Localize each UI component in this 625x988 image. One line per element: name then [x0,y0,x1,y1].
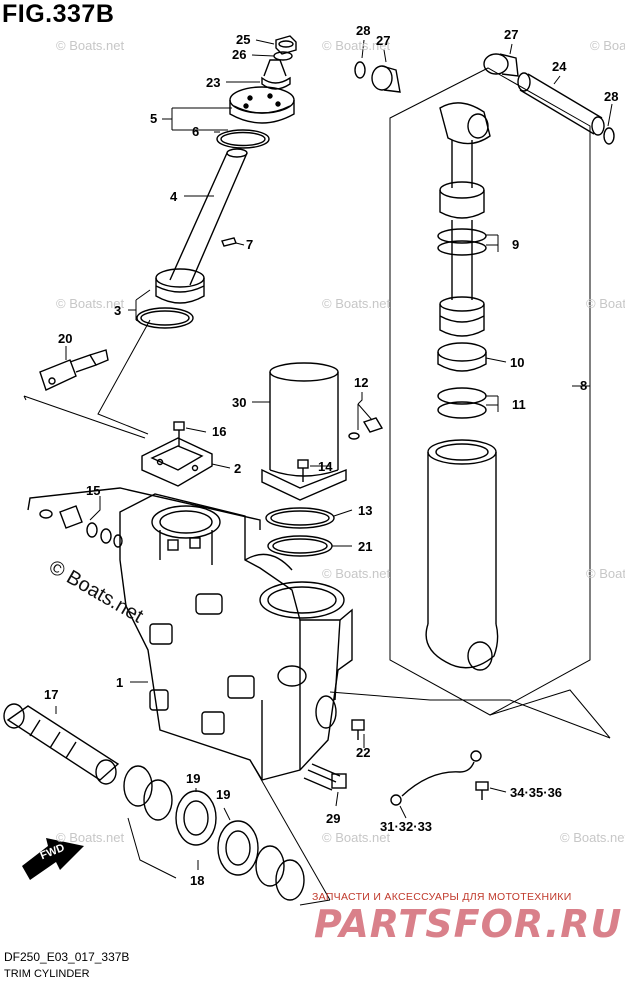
o-ring-21 [267,535,333,557]
watermark: © Boats.net [56,38,125,53]
cylinder-rod-top [439,102,491,300]
plate-2 [141,437,213,487]
piston-rod-4 [169,148,248,286]
watermark: © Boats.net [586,296,625,311]
boundary-8 [389,67,591,716]
leader-line [489,689,611,739]
part-label-27b[interactable]: 27 [504,27,519,42]
part-label-30[interactable]: 30 [232,395,247,410]
cylinder-cap-5 [229,86,295,124]
plug-12 [348,417,384,440]
fwd-arrow-icon [22,838,84,880]
bolt-22 [351,719,365,740]
ring-28 [354,61,615,145]
part-label-1[interactable]: 1 [116,675,124,690]
figure-subtitle: TRIM CYLINDER [4,968,90,980]
part-label-8[interactable]: 8 [580,378,588,393]
seal-10 [437,342,487,372]
part-label-25[interactable]: 25 [236,32,251,47]
part-label-16[interactable]: 16 [212,424,227,439]
piston-3 [136,268,205,329]
part-label-26[interactable]: 26 [232,47,247,62]
watermark: © Boats.net [56,830,125,845]
bushings-18 [123,765,305,901]
part-label-19a[interactable]: 19 [186,771,201,786]
nut-25 [275,35,297,55]
watermark: © Boats.net [590,38,625,53]
part-label-10[interactable]: 10 [510,355,525,370]
part-label-13[interactable]: 13 [358,503,373,518]
part-label-12[interactable]: 12 [354,375,369,390]
pin-24 [517,72,605,136]
part-label-2[interactable]: 2 [234,461,242,476]
piston-right [439,296,485,337]
part-label-34-35-36[interactable]: 34·35·36 [510,785,563,800]
o-ring-11 [437,387,487,419]
part-label-24[interactable]: 24 [552,59,567,74]
part-label-20[interactable]: 20 [58,331,73,346]
check-valve-15 [39,505,123,548]
part-label-21[interactable]: 21 [358,539,373,554]
watermark: © Boats.net [56,296,125,311]
housing-1 [27,487,353,781]
part-label-17[interactable]: 17 [44,687,59,702]
label-leaders [55,39,613,870]
figure-title: FIG.337B [2,0,115,28]
leader-line [127,817,331,906]
part-label-3[interactable]: 3 [114,303,122,318]
watermark: © Boats.net [322,566,391,581]
reservoir-30 [261,362,347,501]
valve-assembly-20 [39,349,109,391]
leader-line [97,319,151,435]
part-label-15[interactable]: 15 [86,483,101,498]
o-ring-6 [216,129,270,149]
leader-line [329,691,611,739]
o-ring-9 [437,228,487,256]
brand-logo: PARTSFOR.RU [314,902,623,946]
part-label-4[interactable]: 4 [170,189,178,204]
part-label-5[interactable]: 5 [150,111,158,126]
watermark: © Boats.net [560,830,625,845]
part-label-31-32-33[interactable]: 31·32·33 [380,819,433,834]
bolt-16 [173,421,185,446]
screw-34 [475,781,489,800]
part-label-7[interactable]: 7 [246,237,254,252]
bolt-29 [303,763,347,791]
part-label-29[interactable]: 29 [326,811,341,826]
cylinder-body [425,439,499,671]
part-label-9[interactable]: 9 [512,237,520,252]
part-label-22[interactable]: 22 [356,745,371,760]
wire-31 [390,750,482,806]
part-label-23[interactable]: 23 [206,75,221,90]
part-label-28b[interactable]: 28 [604,89,619,104]
valve-23 [261,59,291,90]
bushing-27 [371,53,519,93]
part-label-27a[interactable]: 27 [376,33,391,48]
o-ring-13 [265,507,335,529]
part-label-6[interactable]: 6 [192,124,200,139]
part-label-19b[interactable]: 19 [216,787,231,802]
watermark: © Boats.net [586,566,625,581]
part-label-11[interactable]: 11 [512,397,526,412]
figure-code: DF250_E03_017_337B [4,950,130,964]
leader-line [249,759,331,901]
pin-17 [3,703,120,785]
bushing-19 [175,790,259,876]
watermark: © Boats.net [322,296,391,311]
part-label-28a[interactable]: 28 [356,23,371,38]
part-label-18[interactable]: 18 [190,873,205,888]
part-label-14[interactable]: 14 [318,459,333,474]
watermark: © Boats.net [322,38,391,53]
watermark: © Boats.net [322,830,391,845]
pin-7 [221,237,237,247]
leader-line [23,395,146,439]
brand-tagline: ЗАПЧАСТИ И АКСЕССУАРЫ ДЛЯ МОТОТЕХНИКИ [312,891,572,903]
bolt-14 [297,459,309,482]
